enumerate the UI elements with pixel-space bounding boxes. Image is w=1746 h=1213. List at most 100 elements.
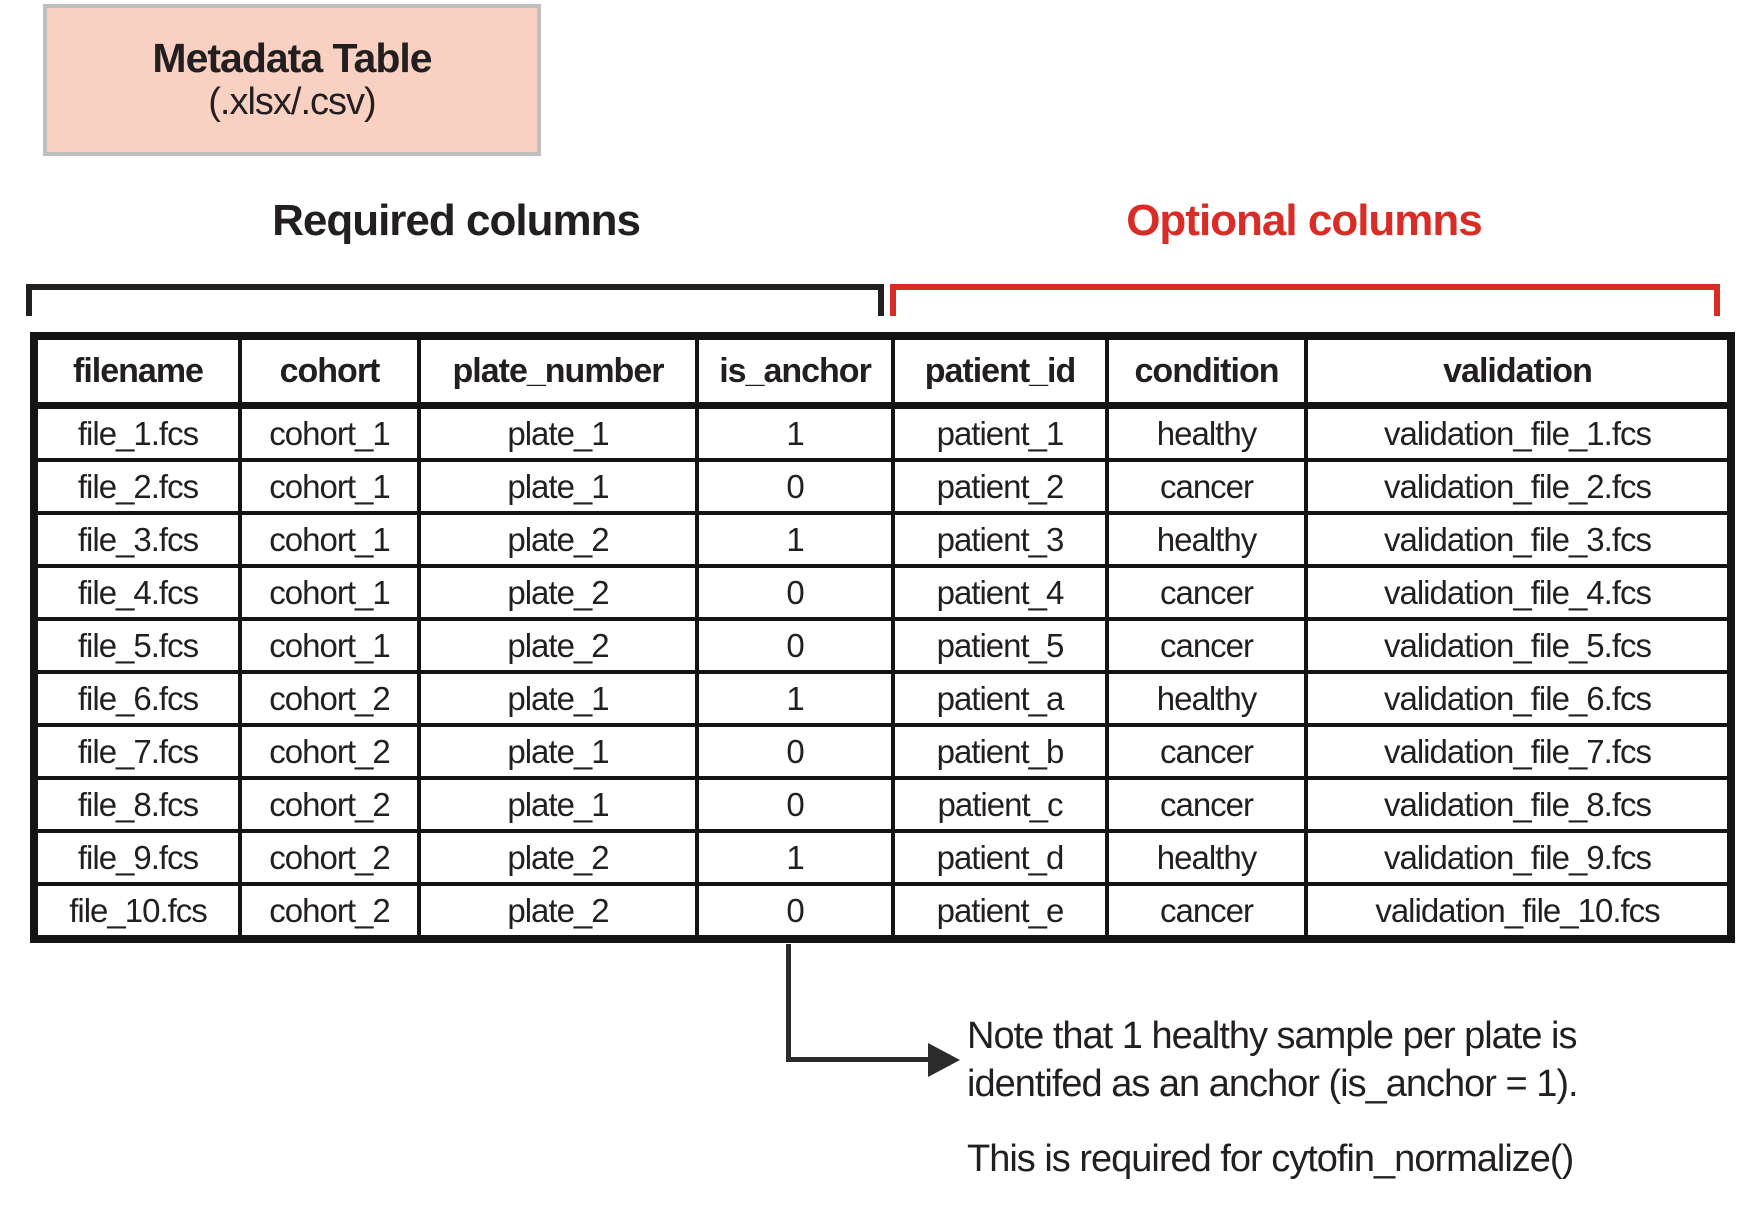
table-cell-validation: validation_file_5.fcs bbox=[1304, 617, 1733, 674]
table-cell-condition: cancer bbox=[1105, 564, 1308, 621]
table-cell-is_anchor: 1 bbox=[695, 403, 895, 462]
table-cell-plate_number: plate_1 bbox=[417, 670, 699, 727]
table-cell-cohort: cohort_2 bbox=[238, 723, 421, 780]
table-cell-is_anchor: 0 bbox=[695, 617, 895, 674]
table-cell-plate_number: plate_2 bbox=[417, 617, 699, 674]
table-cell-validation: validation_file_4.fcs bbox=[1304, 564, 1733, 621]
table-cell-cohort: cohort_1 bbox=[238, 403, 421, 462]
table-cell-filename: file_5.fcs bbox=[32, 617, 242, 674]
table-cell-validation: validation_file_2.fcs bbox=[1304, 458, 1733, 515]
table-cell-condition: healthy bbox=[1105, 403, 1308, 462]
table-cell-plate_number: plate_1 bbox=[417, 723, 699, 780]
table-cell-filename: file_4.fcs bbox=[32, 564, 242, 621]
table-cell-is_anchor: 0 bbox=[695, 776, 895, 833]
column-header-condition: condition bbox=[1105, 334, 1308, 409]
table-cell-plate_number: plate_2 bbox=[417, 882, 699, 941]
required-columns-label: Required columns bbox=[272, 196, 641, 245]
table-cell-cohort: cohort_1 bbox=[238, 617, 421, 674]
table-cell-condition: cancer bbox=[1105, 776, 1308, 833]
anchor-note: Note that 1 healthy sample per plate is … bbox=[967, 1012, 1687, 1183]
table-cell-plate_number: plate_2 bbox=[417, 511, 699, 568]
table-cell-validation: validation_file_3.fcs bbox=[1304, 511, 1733, 568]
table-cell-validation: validation_file_10.fcs bbox=[1304, 882, 1733, 941]
column-header-plate_number: plate_number bbox=[417, 334, 699, 409]
table-cell-validation: validation_file_1.fcs bbox=[1304, 403, 1733, 462]
table-cell-filename: file_10.fcs bbox=[32, 882, 242, 941]
optional-columns-bracket bbox=[890, 284, 1720, 316]
table-cell-condition: cancer bbox=[1105, 882, 1308, 941]
table-cell-patient_id: patient_5 bbox=[891, 617, 1109, 674]
table-cell-validation: validation_file_7.fcs bbox=[1304, 723, 1733, 780]
table-cell-patient_id: patient_1 bbox=[891, 403, 1109, 462]
metadata-box-subtitle: (.xlsx/.csv) bbox=[208, 80, 376, 123]
table-cell-patient_id: patient_2 bbox=[891, 458, 1109, 515]
required-columns-bracket bbox=[26, 284, 884, 316]
table-cell-cohort: cohort_1 bbox=[238, 458, 421, 515]
table-cell-patient_id: patient_a bbox=[891, 670, 1109, 727]
anchor-arrow-vertical-line bbox=[786, 944, 791, 1062]
table-cell-is_anchor: 1 bbox=[695, 829, 895, 886]
table-cell-condition: healthy bbox=[1105, 511, 1308, 568]
table-cell-filename: file_2.fcs bbox=[32, 458, 242, 515]
anchor-note-line-2: identifed as an anchor (is_anchor = 1). bbox=[967, 1063, 1579, 1105]
table-cell-filename: file_6.fcs bbox=[32, 670, 242, 727]
table-cell-is_anchor: 0 bbox=[695, 458, 895, 515]
table-cell-is_anchor: 1 bbox=[695, 511, 895, 568]
table-cell-plate_number: plate_1 bbox=[417, 776, 699, 833]
column-header-filename: filename bbox=[32, 334, 242, 409]
anchor-arrow-horizontal-line bbox=[786, 1057, 932, 1062]
table-cell-plate_number: plate_1 bbox=[417, 403, 699, 462]
metadata-box-title: Metadata Table bbox=[152, 34, 432, 81]
table-cell-is_anchor: 1 bbox=[695, 670, 895, 727]
table-cell-patient_id: patient_c bbox=[891, 776, 1109, 833]
table-cell-cohort: cohort_2 bbox=[238, 776, 421, 833]
table-cell-filename: file_1.fcs bbox=[32, 403, 242, 462]
column-header-is_anchor: is_anchor bbox=[695, 334, 895, 409]
table-cell-patient_id: patient_d bbox=[891, 829, 1109, 886]
table-cell-validation: validation_file_8.fcs bbox=[1304, 776, 1733, 833]
arrow-right-icon bbox=[928, 1043, 960, 1077]
table-cell-plate_number: plate_2 bbox=[417, 829, 699, 886]
table-cell-is_anchor: 0 bbox=[695, 564, 895, 621]
table-cell-filename: file_9.fcs bbox=[32, 829, 242, 886]
table-cell-cohort: cohort_2 bbox=[238, 829, 421, 886]
table-cell-condition: healthy bbox=[1105, 829, 1308, 886]
anchor-note-line-3: This is required for cytofin_normalize() bbox=[967, 1138, 1574, 1180]
column-header-patient_id: patient_id bbox=[891, 334, 1109, 409]
column-header-cohort: cohort bbox=[238, 334, 421, 409]
table-cell-filename: file_7.fcs bbox=[32, 723, 242, 780]
metadata-table-box: Metadata Table (.xlsx/.csv) bbox=[43, 4, 541, 156]
table-cell-is_anchor: 0 bbox=[695, 723, 895, 780]
anchor-note-line-1: Note that 1 healthy sample per plate is bbox=[967, 1015, 1578, 1057]
table-cell-validation: validation_file_9.fcs bbox=[1304, 829, 1733, 886]
table-cell-is_anchor: 0 bbox=[695, 882, 895, 941]
table-cell-plate_number: plate_1 bbox=[417, 458, 699, 515]
table-cell-patient_id: patient_4 bbox=[891, 564, 1109, 621]
table-cell-cohort: cohort_1 bbox=[238, 511, 421, 568]
column-header-validation: validation bbox=[1304, 334, 1733, 409]
optional-columns-label: Optional columns bbox=[1126, 196, 1483, 245]
table-cell-plate_number: plate_2 bbox=[417, 564, 699, 621]
table-cell-condition: cancer bbox=[1105, 458, 1308, 515]
table-cell-patient_id: patient_3 bbox=[891, 511, 1109, 568]
table-cell-patient_id: patient_b bbox=[891, 723, 1109, 780]
table-cell-filename: file_8.fcs bbox=[32, 776, 242, 833]
table-cell-cohort: cohort_1 bbox=[238, 564, 421, 621]
table-cell-filename: file_3.fcs bbox=[32, 511, 242, 568]
table-cell-cohort: cohort_2 bbox=[238, 882, 421, 941]
table-cell-patient_id: patient_e bbox=[891, 882, 1109, 941]
